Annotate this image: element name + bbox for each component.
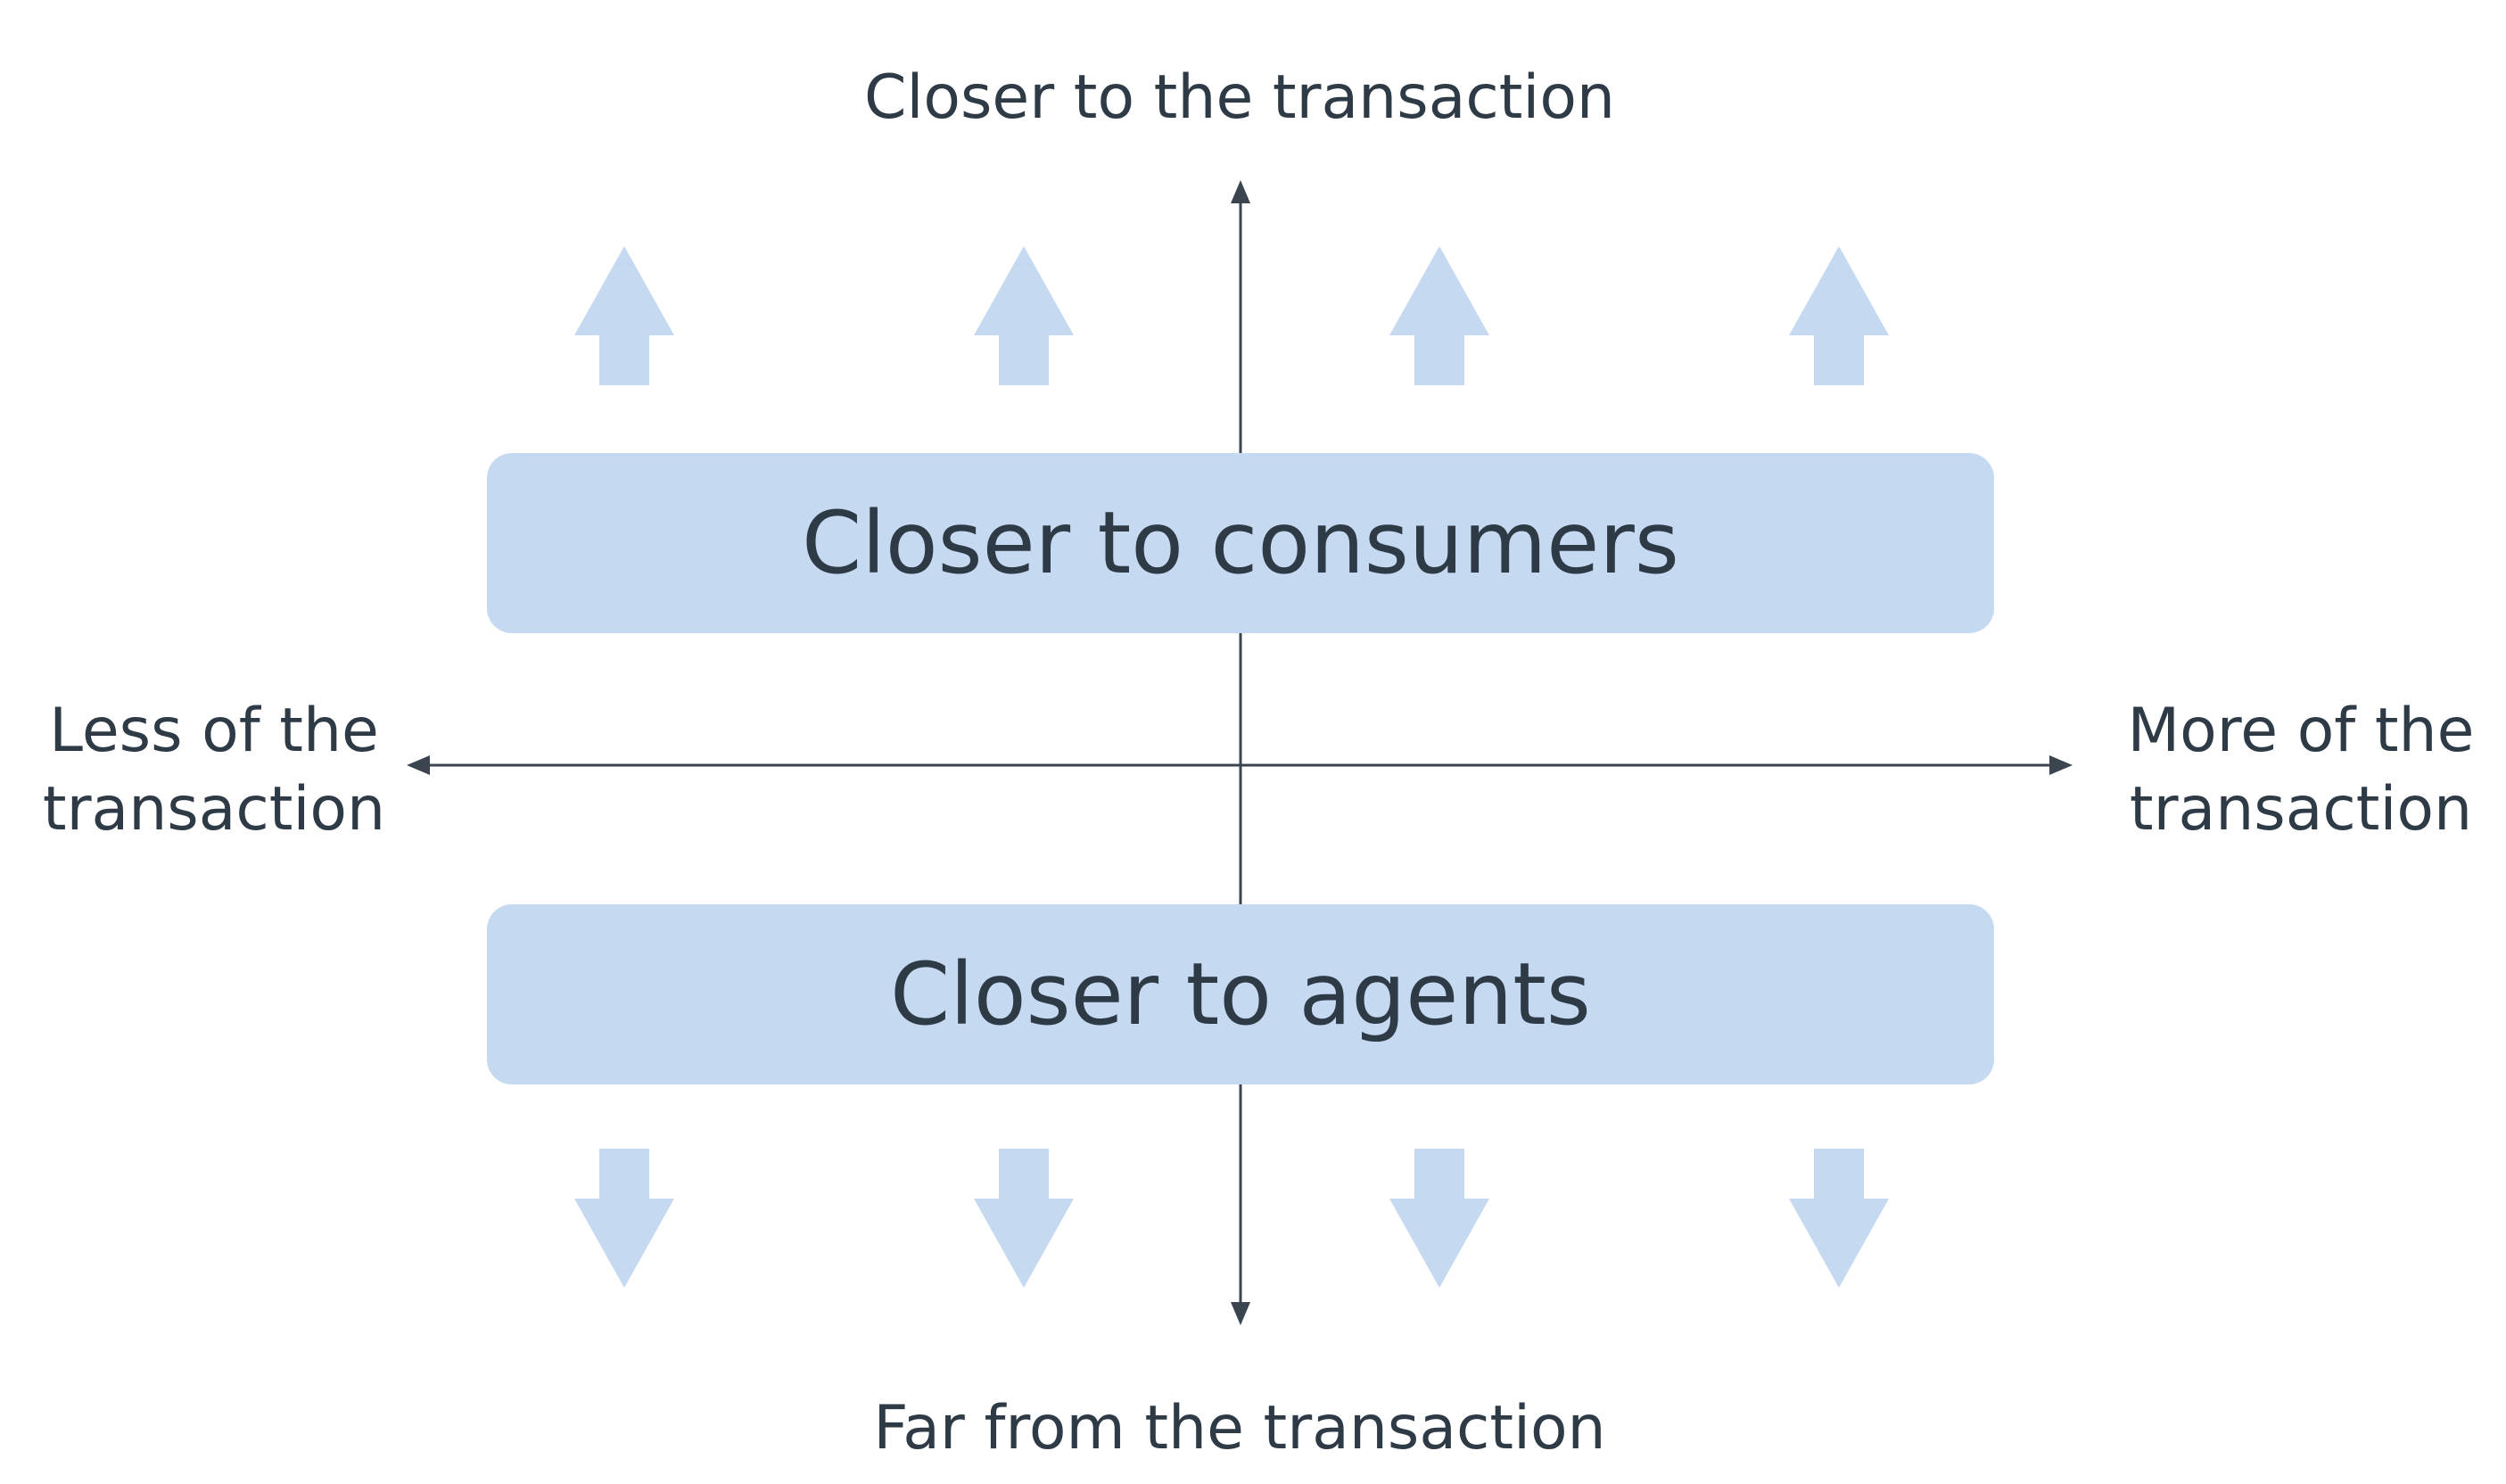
horizontal-axis-right-arrowhead (2049, 755, 2073, 775)
axis-label-left: Less of the transaction (18, 692, 410, 849)
down-arrow-icon (1389, 1149, 1489, 1288)
down-arrow-icon (974, 1149, 1074, 1288)
down-arrow-icon (1789, 1149, 1889, 1288)
axis-label-left-line-2: transaction (42, 774, 386, 845)
down-arrow-icon (574, 1149, 674, 1288)
up-arrow-icon (574, 246, 674, 385)
agents-band-label: Closer to agents (890, 944, 1591, 1044)
up-arrow-icon (1389, 246, 1489, 385)
vertical-axis-down-arrowhead (1231, 1302, 1250, 1325)
axis-label-right-line-2: transaction (2129, 774, 2473, 845)
consumers-band-label: Closer to consumers (802, 493, 1679, 593)
axis-label-top: Closer to the transaction (863, 62, 1616, 133)
axis-label-left-line-1: Less of the (49, 696, 379, 766)
vertical-axis-up-arrowhead (1231, 180, 1250, 203)
consumers-band: Closer to consumers (487, 453, 1994, 633)
axis-label-right-line-1: More of the (2127, 696, 2475, 766)
axis-label-right: More of the transaction (2105, 692, 2497, 849)
axis-label-bottom: Far from the transaction (873, 1393, 1606, 1463)
up-arrow-icon (1789, 246, 1889, 385)
up-arrow-icon (974, 246, 1074, 385)
agents-band: Closer to agents (487, 904, 1994, 1084)
horizontal-axis-left-arrowhead (407, 755, 430, 775)
